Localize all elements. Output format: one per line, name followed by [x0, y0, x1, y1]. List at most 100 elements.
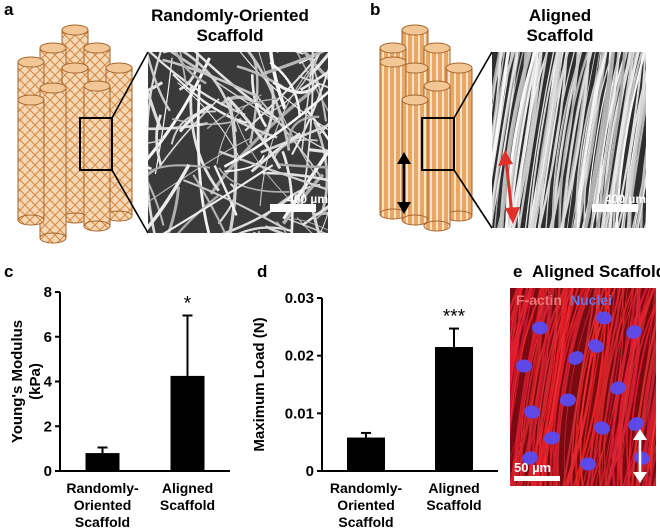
- random-fiber: [258, 52, 317, 177]
- aligned-fiber: [637, 175, 646, 228]
- aligned-fiber: [612, 52, 643, 228]
- random-fiber: [269, 52, 287, 110]
- random-fiber: [176, 194, 219, 233]
- y-axis-label-line1: Young's Modulus: [9, 320, 26, 443]
- random-fiber: [178, 103, 213, 133]
- aligned-fiber: [622, 71, 646, 228]
- bar-1: [435, 347, 473, 471]
- aligned-fiber: [524, 52, 555, 228]
- aligned-fiber: [492, 52, 510, 173]
- nucleus: [516, 359, 532, 373]
- random-fiber: [276, 163, 328, 169]
- random-fiber: [250, 74, 268, 128]
- actin-fiber: [545, 288, 579, 486]
- random-fiber: [250, 132, 302, 173]
- actin-fiber: [510, 288, 519, 315]
- aligned-fiber: [527, 52, 558, 228]
- random-fiber: [309, 52, 328, 76]
- actin-fiber: [567, 288, 601, 486]
- y-tick-label: 0: [306, 463, 314, 480]
- bar-0: [85, 453, 120, 471]
- aligned-fiber: [602, 52, 634, 228]
- panel-label-a: a: [4, 0, 14, 19]
- actin-fiber: [638, 414, 656, 486]
- random-fiber: [264, 225, 286, 233]
- bar-0: [347, 437, 385, 471]
- aligned-fiber: [517, 52, 549, 228]
- actin-fiber: [533, 288, 568, 486]
- random-fiber-texture: [148, 52, 328, 233]
- y-axis-label: Maximum Load (N): [251, 317, 268, 451]
- category-label-line: Scaffold: [160, 497, 215, 513]
- nucleus: [580, 457, 596, 471]
- aligned-fiber: [636, 152, 646, 228]
- panel-label-e: e: [513, 262, 523, 281]
- zoom-box-a: [79, 117, 113, 171]
- nucleus: [634, 451, 650, 465]
- panel-label-b: b: [370, 0, 381, 19]
- aligned-fiber: [562, 52, 593, 228]
- actin-fiber: [572, 288, 607, 486]
- zoom-line-a-bottom: [111, 169, 149, 234]
- aligned-fiber: [529, 52, 561, 228]
- actin-fiber: [619, 288, 656, 486]
- actin-fiber: [636, 388, 656, 486]
- random-fiber: [177, 82, 242, 161]
- random-fiber: [273, 138, 318, 159]
- white-double-arrow-icon: [633, 429, 647, 483]
- random-fiber: [162, 164, 274, 233]
- aligned-scaffold-illustration: [379, 24, 493, 232]
- actin-fiber: [598, 288, 634, 486]
- aligned-fiber: [505, 52, 537, 228]
- aligned-fiber: [583, 52, 614, 228]
- category-label-line: Randomly-: [66, 480, 139, 496]
- random-fiber: [218, 167, 290, 193]
- zoom-line-a-top: [111, 51, 149, 119]
- actin-fiber: [552, 288, 588, 486]
- random-fiber: [296, 52, 328, 113]
- nucleus: [594, 421, 610, 435]
- random-tube-8: [17, 94, 45, 226]
- y-axis-label-line2: (kPa): [27, 363, 44, 400]
- actin-fiber: [517, 288, 552, 486]
- random-fiber: [221, 193, 295, 233]
- aligned-fiber: [531, 52, 563, 228]
- y-tick-label: 4: [44, 374, 53, 391]
- aligned-fiber: [627, 86, 646, 228]
- actin-fiber: [641, 444, 656, 486]
- random-fiber: [244, 52, 321, 132]
- actin-fiber: [624, 334, 656, 486]
- panel-b-title-line1: Aligned: [528, 6, 592, 25]
- aligned-fiber: [596, 52, 627, 228]
- actin-fiber: [577, 288, 612, 486]
- random-fiber: [213, 164, 238, 216]
- random-fiber-micrograph: 400 µm: [148, 52, 328, 233]
- category-label-line: Oriented: [337, 497, 395, 513]
- actin-fiber: [523, 288, 558, 486]
- random-fiber: [296, 217, 313, 233]
- actin-fiber: [510, 288, 543, 435]
- random-fiber: [209, 87, 316, 195]
- actin-fiber: [650, 444, 656, 486]
- aligned-fiber: [576, 52, 608, 228]
- y-tick-label: 0.01: [285, 405, 314, 422]
- aligned-fiber: [492, 52, 519, 213]
- actin-fiber: [621, 288, 655, 486]
- random-fiber: [206, 97, 279, 130]
- nucleus: [610, 381, 626, 395]
- y-tick-label: 0.03: [285, 290, 314, 307]
- aligned-fiber: [492, 52, 506, 136]
- nucleus: [628, 417, 644, 431]
- nucleus: [524, 405, 540, 419]
- random-fiber: [216, 94, 262, 165]
- panel-label-c: c: [4, 262, 14, 281]
- actin-fiber: [510, 288, 524, 324]
- nucleus: [522, 451, 538, 465]
- category-label-line: Randomly-: [330, 480, 403, 496]
- random-fiber: [155, 114, 163, 166]
- scale-bar-b: [592, 204, 638, 212]
- aligned-fiber: [492, 52, 501, 99]
- actin-fiber: [526, 288, 560, 486]
- y-axis-label-line1: Maximum Load (N): [251, 317, 268, 451]
- random-fiber: [148, 137, 165, 144]
